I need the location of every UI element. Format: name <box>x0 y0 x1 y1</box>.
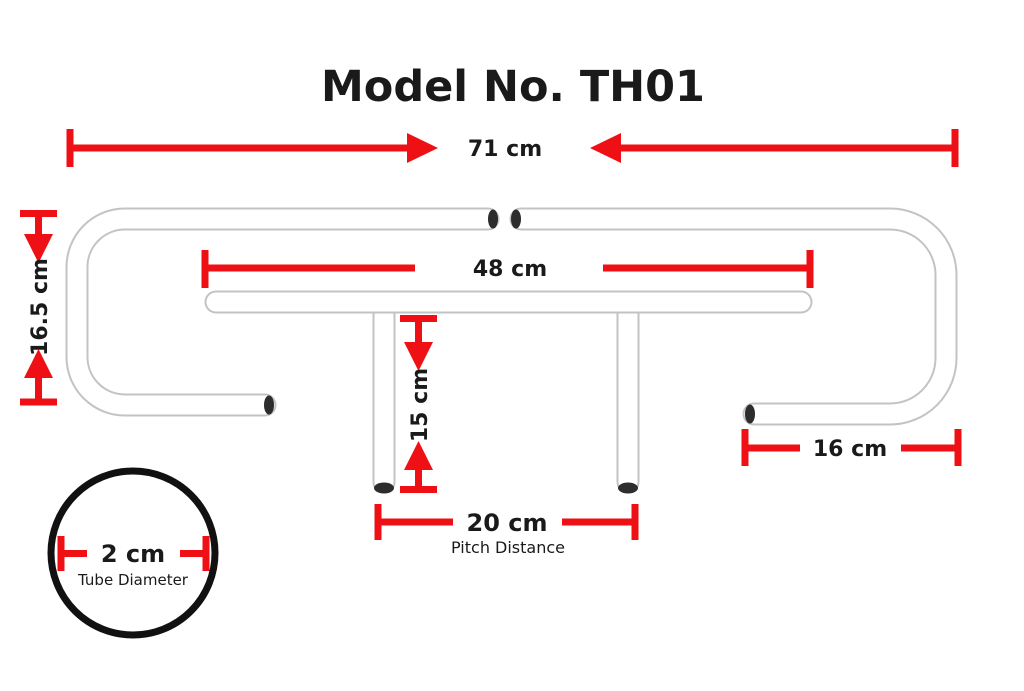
tube-end-cap-bottom-right <box>745 404 755 424</box>
dim-15-up-arrowhead <box>404 441 433 470</box>
dim-165-down-arrowhead <box>24 234 53 263</box>
page-title: Model No. TH01 <box>321 62 705 112</box>
dim-71-left-arrowhead <box>590 133 621 163</box>
tube-end-cap-gap-right <box>511 209 521 229</box>
dim-2-sublabel: Tube Diameter <box>77 571 189 589</box>
dimension-bottom-right: 16 cm <box>741 429 962 466</box>
dim-20-sublabel: Pitch Distance <box>451 538 565 557</box>
dim-15-label: 15 cm <box>408 368 433 442</box>
tube-right-half <box>511 209 956 424</box>
dim-48-label: 48 cm <box>473 257 547 282</box>
dim-71-label: 71 cm <box>468 137 542 162</box>
dimension-leg-height: 15 cm <box>400 315 437 493</box>
right-leg-foot-cap <box>618 482 638 494</box>
tube-structure <box>65 207 958 494</box>
tube-right-half-outline <box>509 207 958 426</box>
tube-end-cap-gap-left <box>488 209 498 229</box>
tube-diameter-circle <box>47 467 219 639</box>
dim-165-label: 16.5 cm <box>28 258 53 356</box>
dimension-handle-width: 48 cm <box>201 250 814 288</box>
dim-15-down-arrowhead <box>404 342 433 371</box>
tube-diameter-callout: 2 cm Tube Diameter <box>47 467 219 639</box>
dimension-top-width: 71 cm <box>66 129 959 167</box>
dim-20-label: 20 cm <box>467 509 548 537</box>
dimension-pitch: 20 cm Pitch Distance <box>374 504 639 557</box>
left-leg-foot-cap <box>374 482 394 494</box>
dim-16-label: 16 cm <box>813 437 887 462</box>
dimension-side-height: 16.5 cm <box>20 210 57 406</box>
tube-left-half <box>67 209 498 415</box>
dim-2-label: 2 cm <box>101 540 165 568</box>
dim-165-up-arrowhead <box>24 349 53 378</box>
tube-end-cap-bottom-left <box>264 395 274 415</box>
dim-71-right-arrowhead <box>407 133 438 163</box>
